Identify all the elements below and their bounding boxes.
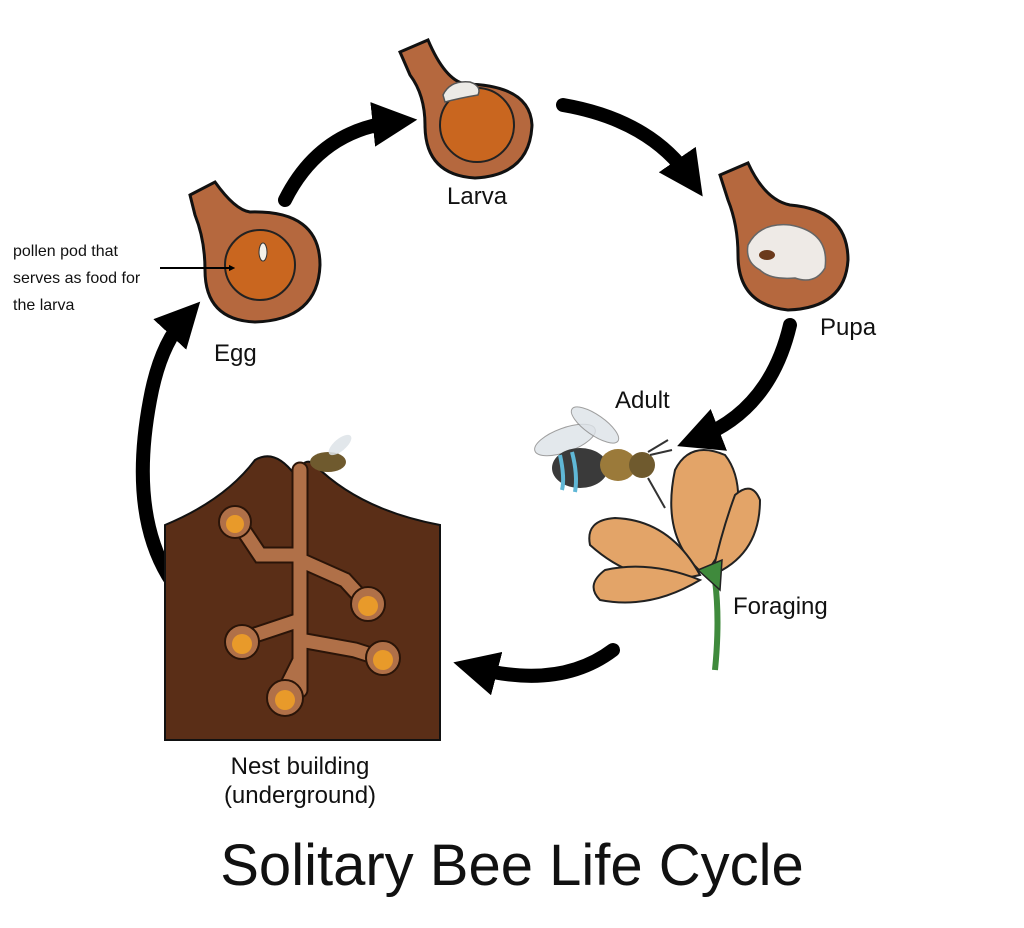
pollen-annotation: pollen pod that serves as food for the l… [13, 238, 173, 319]
stage-label-egg: Egg [214, 340, 257, 367]
annotation-line1: pollen pod that [13, 243, 118, 260]
stage-label-adult: Adult [615, 387, 670, 414]
pupa [746, 223, 827, 281]
annotation-line3: the larva [13, 297, 75, 314]
stage-label-foraging: Foraging [733, 593, 828, 620]
nest-underground [164, 434, 441, 741]
larva-cell [398, 38, 534, 180]
flower [588, 449, 762, 671]
egg-cell [188, 180, 322, 324]
arrow-foraging-to-nest [453, 643, 620, 696]
stage-label-pupa: Pupa [820, 314, 877, 341]
nest-label-line1: Nest building [230, 753, 370, 780]
stage-label-nest: Nest building (underground) [200, 752, 400, 810]
pupa-cell [718, 161, 850, 312]
stage-label-larva: Larva [447, 183, 508, 210]
arrow-egg-to-larva [278, 102, 418, 207]
arrow-pupa-to-adult [677, 318, 797, 451]
larva-grub [442, 81, 480, 103]
nest-label-line2: (underground) [223, 782, 377, 809]
arrow-larva-to-pupa [556, 98, 703, 197]
diagram-title: Solitary Bee Life Cycle [220, 833, 804, 898]
adult-bee [534, 406, 673, 509]
annotation-line2: serves as food for [13, 270, 141, 287]
